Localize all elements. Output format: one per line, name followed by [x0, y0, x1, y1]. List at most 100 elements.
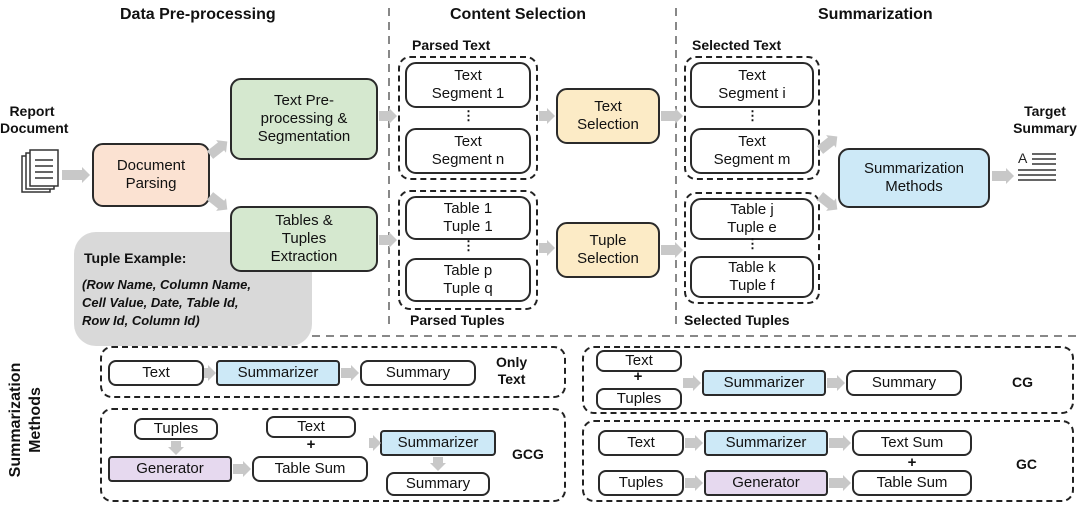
- gc-generator-label: Generator: [732, 474, 800, 491]
- selected-text-group: [684, 56, 820, 180]
- gc-text-sum-label: Text Sum: [880, 434, 944, 451]
- table-k-label: Table k Tuple f: [728, 259, 776, 294]
- document-icon: [21, 149, 59, 193]
- cg-tuples-label: Tuples: [616, 390, 662, 407]
- only-text-summarizer-label: Summarizer: [237, 364, 319, 381]
- tables-extraction-box: Tables & Tuples Extraction: [230, 206, 378, 272]
- gc-plus: +: [907, 454, 917, 471]
- text-segment-i-box: Text Segment i: [690, 62, 814, 108]
- selected-text-label: Selected Text: [692, 37, 782, 53]
- gc-group: [582, 420, 1074, 502]
- cg-summary-box: Summary: [846, 370, 962, 396]
- gcg-table-sum-box: Table Sum: [252, 456, 368, 482]
- gc-text-box: Text: [598, 430, 684, 456]
- gcg-generator-box: Generator: [108, 456, 232, 482]
- header-data-preprocessing: Data Pre-processing: [120, 6, 276, 23]
- gcg-group: [100, 408, 566, 502]
- target-summary-label: Target Summary: [1013, 103, 1077, 136]
- gc-table-sum-label: Table Sum: [876, 474, 948, 491]
- summarization-methods-box: Summarization Methods: [838, 148, 990, 208]
- only-text-text-box: Text: [108, 360, 204, 386]
- cg-summarizer-label: Summarizer: [723, 374, 805, 391]
- gcg-generator-label: Generator: [136, 460, 204, 477]
- text-preprocessing-label: Text Pre- processing & Segmentation: [257, 92, 351, 145]
- tuple-selection-box: Tuple Selection: [556, 222, 660, 278]
- tuple-example-body: (Row Name, Column Name, Cell Value, Date…: [82, 277, 252, 328]
- selected-tuples-label: Selected Tuples: [684, 312, 790, 328]
- gcg-text-box: Text: [266, 416, 356, 438]
- cg-tag: CG: [1012, 374, 1033, 390]
- side-label-text: Summarization Methods: [7, 362, 44, 478]
- gcg-table-sum-label: Table Sum: [274, 460, 346, 477]
- text-selection-box: Text Selection: [556, 88, 660, 144]
- text-segment-m-label: Text Segment m: [713, 133, 791, 168]
- table-1-label: Table 1 Tuple 1: [443, 200, 493, 235]
- tuple-example-title: Tuple Example:: [84, 250, 187, 266]
- only-text-summary-label: Summary: [385, 364, 451, 381]
- table-p-label: Table p Tuple q: [443, 262, 493, 297]
- gcg-tag: GCG: [512, 446, 544, 462]
- gc-text-sum-box: Text Sum: [852, 430, 972, 456]
- summarization-methods-label: Summarization Methods: [863, 160, 965, 195]
- gc-summarizer-label: Summarizer: [725, 434, 807, 451]
- table-1-box: Table 1 Tuple 1: [405, 196, 531, 240]
- only-text-text-label: Text: [142, 364, 170, 381]
- parsed-text-ellipsis: ⋮: [462, 108, 475, 123]
- table-k-box: Table k Tuple f: [690, 256, 814, 298]
- tuple-selection-label: Tuple Selection: [577, 232, 639, 267]
- gc-summarizer-box: Summarizer: [704, 430, 828, 456]
- only-text-group: [100, 346, 566, 398]
- parsed-text-label: Parsed Text: [412, 37, 491, 53]
- cg-text-box: Text: [596, 350, 682, 372]
- text-segment-n-label: Text Segment n: [431, 133, 505, 168]
- parsed-tuples-group: [398, 190, 538, 310]
- header-summarization: Summarization: [818, 6, 933, 23]
- parsed-text-group: [398, 56, 538, 180]
- report-document-label: Report Document: [0, 103, 69, 136]
- gcg-summarizer-label: Summarizer: [397, 434, 479, 451]
- text-segment-n-box: Text Segment n: [405, 128, 531, 174]
- only-text-tag: Only Text: [496, 354, 528, 387]
- text-segment-1-label: Text Segment 1: [431, 67, 505, 102]
- gc-tuples-label: Tuples: [618, 474, 664, 491]
- gcg-text-label: Text: [297, 418, 325, 435]
- table-p-box: Table p Tuple q: [405, 258, 531, 302]
- cg-summary-label: Summary: [871, 374, 937, 391]
- gcg-summary-label: Summary: [405, 475, 471, 492]
- svg-text:A: A: [1018, 150, 1028, 166]
- cg-group: [582, 346, 1074, 414]
- text-segment-1-box: Text Segment 1: [405, 62, 531, 108]
- table-j-label: Table j Tuple e: [727, 201, 777, 236]
- cg-tuples-box: Tuples: [596, 388, 682, 410]
- gcg-plus: +: [306, 436, 316, 453]
- parsed-tuples-ellipsis: ⋮: [462, 238, 475, 253]
- summary-text-icon: A: [1018, 150, 1056, 181]
- selected-tuples-ellipsis: ⋮: [746, 236, 759, 251]
- only-text-summary-box: Summary: [360, 360, 476, 386]
- gc-tuples-box: Tuples: [598, 470, 684, 496]
- text-selection-label: Text Selection: [577, 98, 639, 133]
- header-content-selection: Content Selection: [450, 6, 587, 23]
- gcg-summary-box: Summary: [386, 472, 490, 496]
- cg-text-label: Text: [625, 352, 653, 369]
- gcg-tuples-label: Tuples: [153, 420, 199, 437]
- gc-text-label: Text: [627, 434, 655, 451]
- gc-generator-box: Generator: [704, 470, 828, 496]
- gcg-tuples-box: Tuples: [134, 418, 218, 440]
- only-text-summarizer-box: Summarizer: [216, 360, 340, 386]
- table-j-box: Table j Tuple e: [690, 198, 814, 240]
- text-segment-m-box: Text Segment m: [690, 128, 814, 174]
- text-preprocessing-box: Text Pre- processing & Segmentation: [230, 78, 378, 160]
- selected-text-ellipsis: ⋮: [746, 108, 759, 123]
- gc-table-sum-box: Table Sum: [852, 470, 972, 496]
- tables-extraction-label: Tables & Tuples Extraction: [270, 212, 338, 265]
- document-parsing-label: Document Parsing: [116, 157, 186, 192]
- gcg-summarizer-box: Summarizer: [380, 430, 496, 456]
- cg-plus: +: [633, 368, 643, 385]
- parsed-tuples-label: Parsed Tuples: [410, 312, 505, 328]
- document-parsing-box: Document Parsing: [92, 143, 210, 207]
- gc-tag: GC: [1016, 456, 1037, 472]
- text-segment-i-label: Text Segment i: [718, 67, 786, 102]
- selected-tuples-group: [684, 192, 820, 304]
